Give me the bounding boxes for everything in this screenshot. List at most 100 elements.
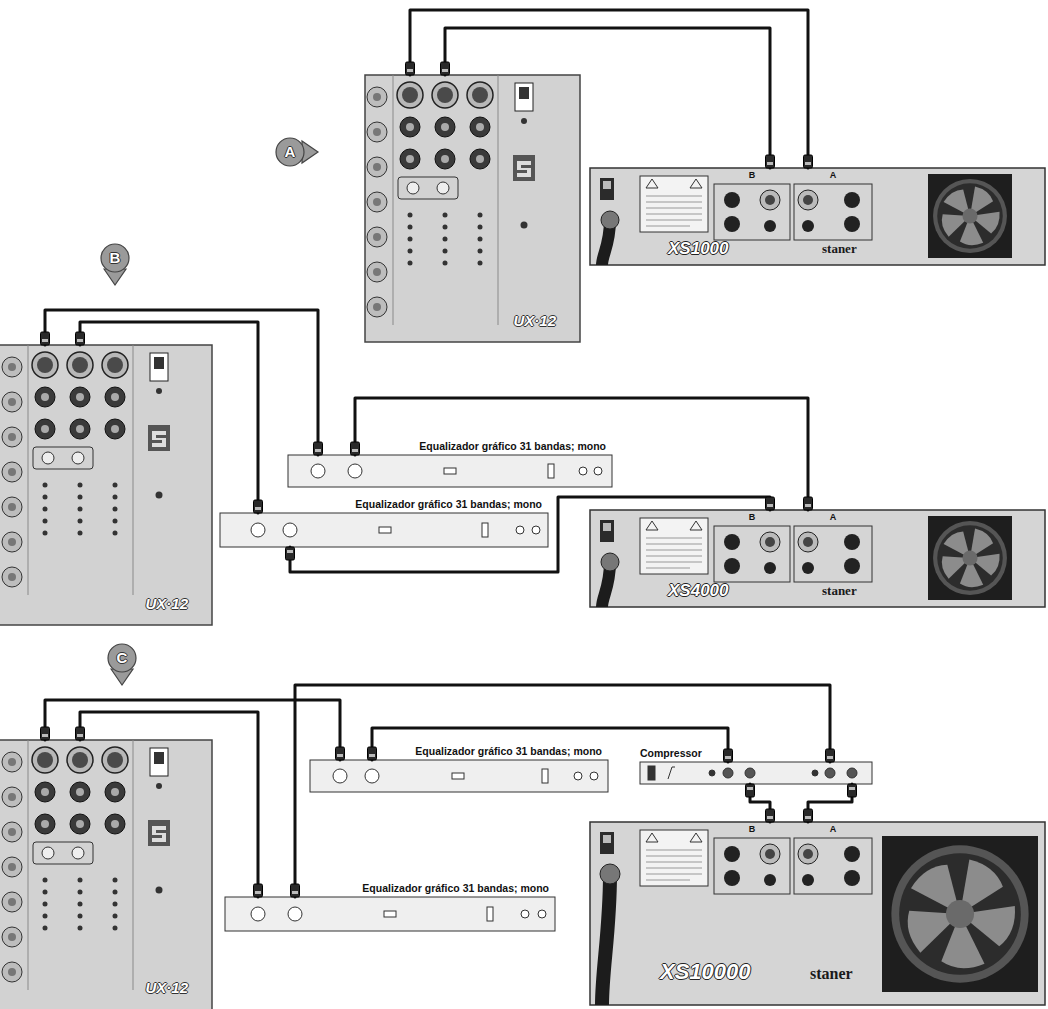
- graphic-equalizer: Equalizador gráfico 31 bandas; mono: [310, 760, 608, 792]
- power-amplifier: XS4000 staner: [590, 510, 1045, 607]
- label-holder: A: [285, 144, 296, 161]
- device-heading: Equalizador gráfico 31 bandas; mono: [415, 745, 602, 758]
- xlr-plug: [804, 497, 813, 510]
- xlr-plug: [336, 747, 345, 760]
- xlr-plug: [804, 155, 813, 168]
- xlr-plug: [41, 727, 50, 740]
- plug-body: [336, 747, 345, 760]
- plug-band: [805, 504, 811, 507]
- plug-band: [767, 816, 773, 819]
- label-holder: B: [749, 171, 756, 181]
- audio-cable: [372, 728, 728, 762]
- plug-band: [337, 754, 343, 757]
- plug-body: [314, 442, 323, 455]
- plug-body: [41, 332, 50, 345]
- plug-body: [254, 884, 263, 897]
- brand-name: staner: [822, 241, 857, 257]
- channel-letter: A: [830, 513, 837, 523]
- xlr-plug: [724, 749, 733, 762]
- plug-body: [826, 749, 835, 762]
- xlr-plug: [766, 497, 775, 510]
- xlr-plug: [441, 62, 450, 75]
- model-name: XS4000: [668, 581, 729, 601]
- plug-band: [255, 507, 261, 510]
- plug-body: [406, 62, 415, 75]
- xlr-plug: [76, 332, 85, 345]
- label-holder: A: [830, 171, 837, 181]
- plug-body: [441, 62, 450, 75]
- callout-letter: B: [110, 250, 121, 267]
- plug-body: [254, 500, 263, 513]
- plug-band: [767, 504, 773, 507]
- xlr-plug: [368, 747, 377, 760]
- label-holder: B: [110, 250, 121, 267]
- plug-band: [287, 550, 293, 553]
- plug-band: [442, 69, 448, 72]
- plug-body: [351, 442, 360, 455]
- plug-band: [42, 734, 48, 737]
- label-holder: B: [749, 825, 756, 835]
- channel-letter: B: [749, 825, 756, 835]
- plug-body: [76, 727, 85, 740]
- callout-letter: C: [117, 650, 128, 667]
- plug-body: [766, 497, 775, 510]
- amplifier-drawing: [590, 168, 1045, 1005]
- label-holder: A: [830, 825, 837, 835]
- plug-band: [77, 339, 83, 342]
- device-heading: Compressor: [640, 747, 702, 760]
- channel-letter: A: [830, 171, 837, 181]
- compressor-drawing: [640, 762, 872, 784]
- xlr-plug: [286, 547, 295, 560]
- xlr-plug: [848, 784, 857, 797]
- channel-letter: B: [749, 513, 756, 523]
- compressor-unit: Compressor: [640, 762, 872, 784]
- plug-body: [724, 749, 733, 762]
- model-name: UX·12: [513, 312, 556, 330]
- callout-letter: A: [285, 144, 296, 161]
- plug-band: [292, 891, 298, 894]
- plug-band: [407, 69, 413, 72]
- plug-body: [766, 809, 775, 822]
- brand-name: staner: [822, 583, 857, 599]
- label-holder: A: [830, 513, 837, 523]
- plug-band: [827, 756, 833, 759]
- plug-body: [804, 497, 813, 510]
- xlr-plug: [254, 500, 263, 513]
- plug-band: [849, 787, 855, 790]
- label-holder: C: [117, 650, 128, 667]
- xlr-plug: [314, 442, 323, 455]
- xlr-plug: [746, 784, 755, 797]
- device-heading: Equalizador gráfico 31 bandas; mono: [419, 440, 606, 453]
- plug-body: [76, 332, 85, 345]
- plug-band: [805, 816, 811, 819]
- model-name: XS10000: [660, 959, 751, 985]
- plug-band: [352, 449, 358, 452]
- graphic-equalizer: Equalizador gráfico 31 bandas; mono: [225, 897, 555, 931]
- model-name: UX·12: [145, 979, 188, 997]
- xlr-plug: [76, 727, 85, 740]
- label-holder: B: [749, 513, 756, 523]
- equalizer-drawing: [220, 455, 612, 931]
- plug-body: [804, 809, 813, 822]
- audio-cable: [445, 28, 770, 168]
- plug-body: [41, 727, 50, 740]
- audio-cable: [410, 10, 808, 168]
- audio-cable: [295, 685, 830, 897]
- xlr-plug: [826, 749, 835, 762]
- model-name: UX·12: [145, 595, 188, 613]
- xlr-plug: [766, 809, 775, 822]
- plug-body: [766, 155, 775, 168]
- plug-band: [315, 449, 321, 452]
- plug-band: [805, 162, 811, 165]
- plug-body: [848, 784, 857, 797]
- power-amplifier: XS1000staner: [590, 168, 1045, 265]
- plug-band: [747, 787, 753, 790]
- plug-band: [42, 339, 48, 342]
- mixer-panel: UX·12: [0, 740, 212, 1009]
- mixer-panel: UX·12: [0, 345, 212, 625]
- plug-body: [804, 155, 813, 168]
- xlr-plug: [254, 884, 263, 897]
- plug-body: [286, 547, 295, 560]
- xlr-plug: [804, 809, 813, 822]
- audio-cable: [80, 712, 258, 897]
